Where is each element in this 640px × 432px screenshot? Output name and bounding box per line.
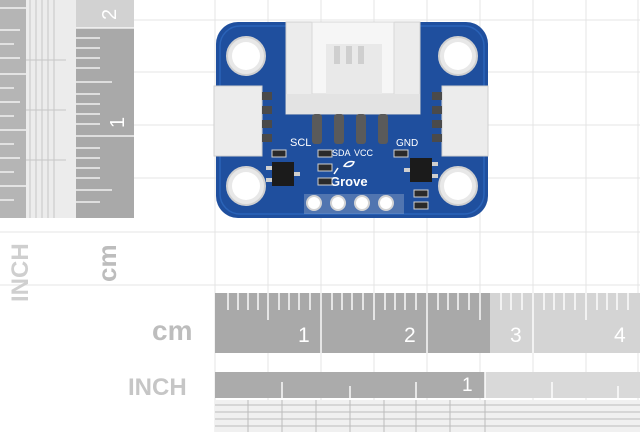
left-inch-ruler	[0, 0, 76, 218]
cm-number-4: 4	[614, 324, 626, 347]
silkscreen-scl: SCL	[290, 137, 311, 149]
bottom-pin-pads	[304, 194, 404, 214]
left-grove-connector	[213, 85, 272, 157]
transistor-right	[404, 158, 438, 182]
left-cm-number-2: 2	[99, 9, 121, 20]
bottom-inch-ruler: 1	[215, 372, 640, 432]
left-inch-unit-label: INCH	[7, 243, 34, 302]
left-cm-unit-label: cm	[92, 244, 122, 282]
inch-number-1: 1	[462, 375, 473, 396]
right-grove-connector	[432, 85, 489, 157]
bottom-inch-unit-label: INCH	[128, 374, 187, 401]
header-pins	[312, 114, 388, 144]
silkscreen-vcc: VCC	[354, 148, 374, 158]
top-grove-connector	[285, 21, 421, 115]
grove-pcb-board: SCL SDA VCC GND Grove	[213, 21, 489, 218]
left-cm-ruler: 2 1	[76, 0, 134, 218]
grove-leaf-icon	[333, 160, 355, 175]
silkscreen-gnd: GND	[396, 138, 418, 149]
cm-number-1: 1	[298, 324, 310, 347]
bottom-cm-ruler: 1 2 3 4	[215, 293, 640, 353]
cm-number-3: 3	[510, 324, 522, 347]
left-cm-number-1: 1	[107, 117, 129, 128]
cm-number-2: 2	[404, 324, 416, 347]
silkscreen-grove-logo: Grove	[330, 174, 368, 189]
mounting-holes	[226, 36, 478, 206]
smd-resistors	[271, 149, 429, 210]
bottom-cm-unit-label: cm	[152, 315, 192, 346]
transistor-left	[266, 162, 300, 186]
silkscreen-sda: SDA	[332, 148, 351, 158]
